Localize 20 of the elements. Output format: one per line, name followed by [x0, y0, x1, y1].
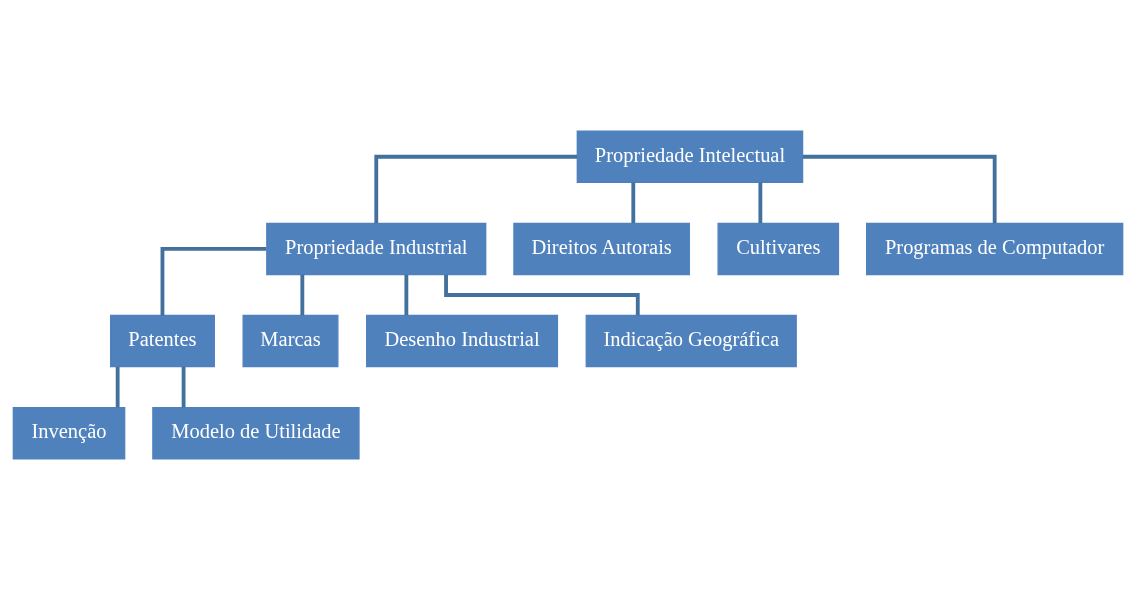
node-box: Marcas	[242, 314, 339, 367]
node-box: Cultivares	[717, 222, 840, 275]
connector	[181, 366, 186, 407]
connector	[160, 246, 267, 315]
connector	[115, 366, 120, 407]
node-box: Modelo de Utilidade	[152, 406, 360, 459]
connector	[374, 154, 578, 223]
node-box: Programas de Computador	[866, 222, 1124, 275]
connector	[404, 274, 409, 315]
node-box: Direitos Autorais	[513, 222, 690, 275]
node-box: Indicação Geográfica	[585, 314, 797, 367]
connector	[300, 274, 305, 315]
connector	[802, 154, 997, 223]
node-box: Propriedade Intelectual	[576, 130, 804, 183]
node-box: Desenho Industrial	[366, 314, 559, 367]
node-box: Invenção	[12, 406, 126, 459]
node-box: Patentes	[109, 314, 215, 367]
connector	[758, 181, 763, 223]
connector	[631, 181, 636, 223]
node-box: Propriedade Industrial	[266, 222, 487, 275]
